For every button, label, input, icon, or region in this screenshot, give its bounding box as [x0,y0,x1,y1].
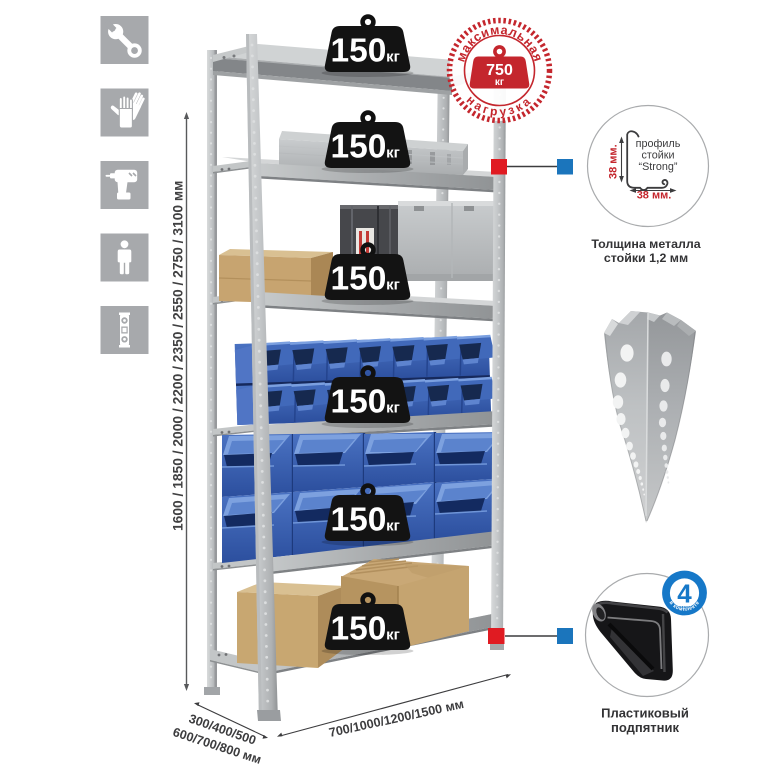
svg-text:кг: кг [495,77,504,88]
svg-text:стойки 1,2 мм: стойки 1,2 мм [604,251,688,265]
svg-text:150: 150 [331,384,387,421]
svg-text:профиль: профиль [636,138,681,150]
svg-text:150: 150 [331,611,387,648]
svg-text:кг: кг [386,145,400,162]
svg-text:“Strong”: “Strong” [638,161,677,173]
svg-text:Толщина металла: Толщина металла [591,237,700,251]
svg-text:4: 4 [677,579,692,609]
svg-text:150: 150 [331,502,387,539]
svg-text:38 мм.: 38 мм. [608,144,620,179]
svg-text:штуки: штуки [677,606,692,611]
svg-text:750: 750 [486,62,513,79]
svg-text:кг: кг [386,49,400,66]
svg-text:150: 150 [331,261,387,298]
svg-text:стойки: стойки [641,150,674,162]
svg-text:кг: кг [386,277,400,294]
svg-text:150: 150 [331,33,387,70]
svg-text:кг: кг [386,400,400,417]
svg-text:1600 / 1850 / 2000 / 2200 / 23: 1600 / 1850 / 2000 / 2200 / 2350 / 2550 … [171,181,186,531]
svg-text:38 мм.: 38 мм. [637,190,672,202]
svg-text:кг: кг [386,518,400,535]
svg-text:150: 150 [331,129,387,166]
svg-text:Пластиковый: Пластиковый [601,706,689,721]
svg-text:кг: кг [386,627,400,644]
svg-text:подпятник: подпятник [611,720,680,735]
